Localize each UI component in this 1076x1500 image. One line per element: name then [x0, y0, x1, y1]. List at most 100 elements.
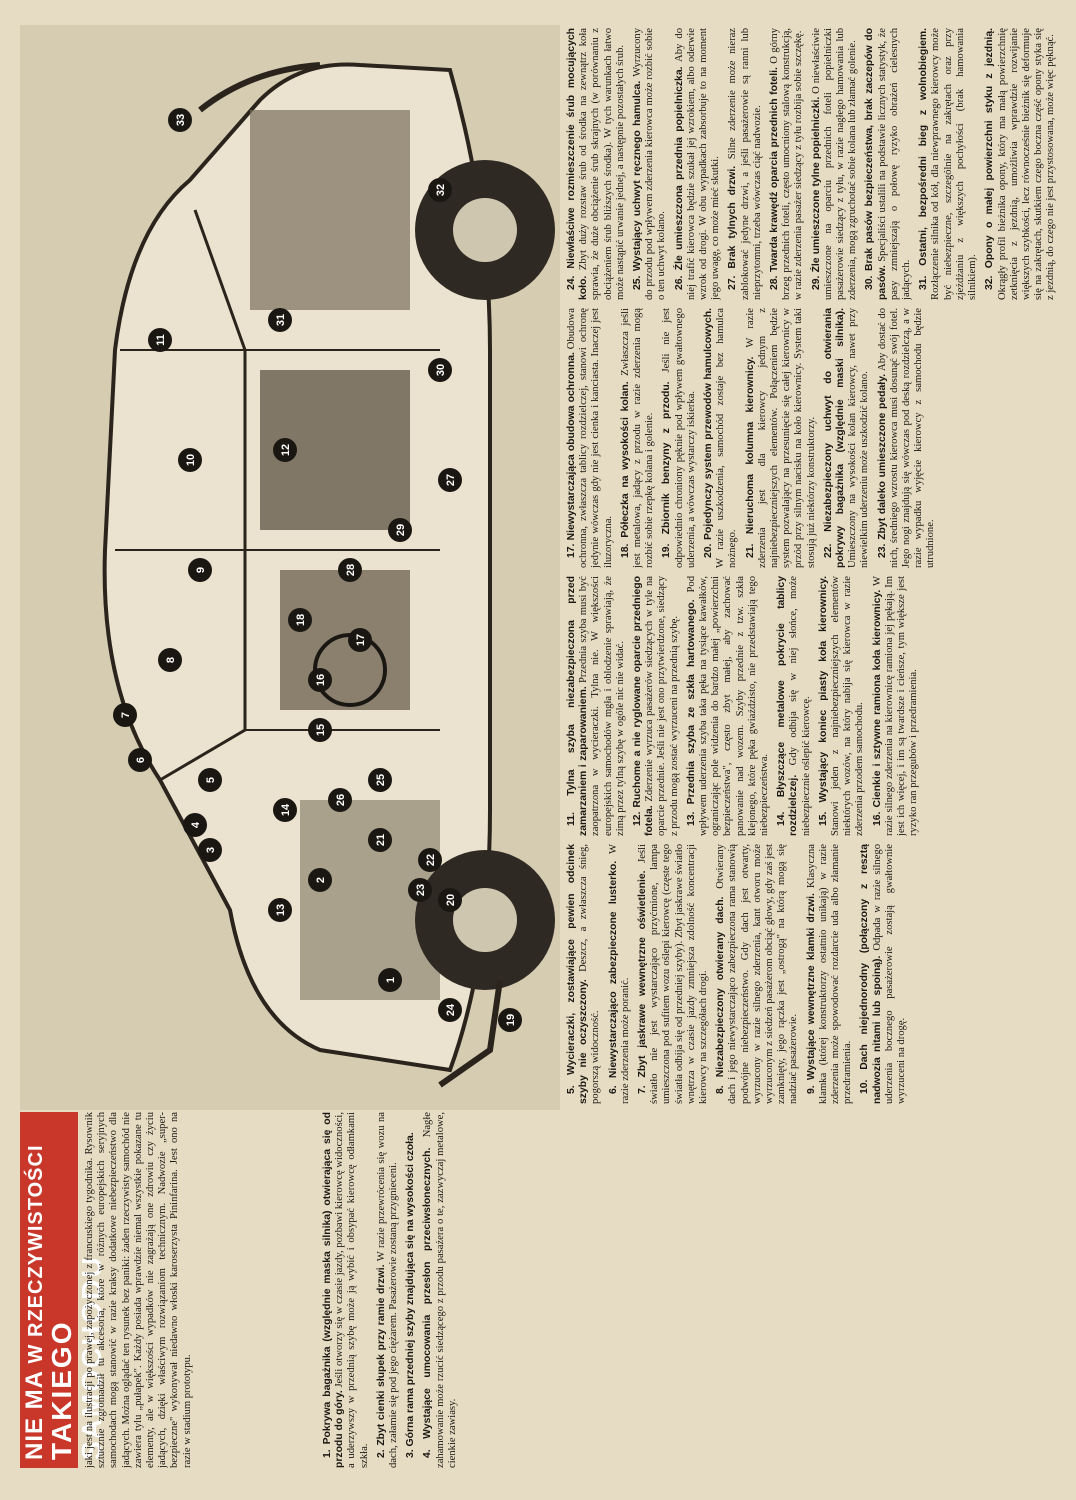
callout-circle: [368, 828, 392, 852]
callout-number: 15: [315, 724, 327, 736]
callout-number: 18: [295, 614, 307, 626]
callout-10: 10: [178, 448, 202, 472]
item-text: Zbyt duży rozstaw śrub od środka na zewn…: [578, 28, 626, 300]
callout-22: 22: [418, 848, 442, 872]
car-drawing: 1234567891011121314151617181920212223242…: [20, 25, 560, 1110]
callout-33: 33: [168, 108, 192, 132]
item-2: 2. Zbyt cienki słupek przy ramie drzwi. …: [376, 1112, 400, 1468]
callout-number: 31: [275, 314, 287, 326]
item-3: 3. Górna rama przedniej szyby znajdująca…: [405, 1112, 417, 1468]
callout-circle: [273, 798, 297, 822]
item-20: 20. Pojedynczy system przewodów hamulcow…: [703, 308, 740, 568]
callout-number: 7: [120, 712, 132, 718]
item-title: 27. Brak tylnych drzwi.: [727, 165, 739, 290]
item-title: 2. Zbyt cienki słupek przy ramie drzwi.: [375, 1264, 387, 1458]
item-title: 23. Zbyt daleko umieszczone pedały.: [876, 373, 888, 558]
item-title: 13. Przednia szyba ze szkła hartowanego.: [685, 599, 697, 826]
callout-number: 30: [435, 364, 447, 376]
callout-circle: [188, 558, 212, 582]
callout-number: 12: [280, 444, 292, 456]
callout-number: 8: [165, 657, 177, 663]
callout-number: 27: [445, 474, 457, 486]
callout-number: 10: [185, 454, 197, 466]
callout-circle: [268, 308, 292, 332]
text-column-1: 1. Pokrywa bagażnika (względnie maska si…: [322, 1112, 1056, 1468]
callout-number: 23: [415, 884, 427, 896]
callout-21: 21: [368, 828, 392, 852]
article-headline: NIE MA W RZECZYWISTOŚCI TAKIEGO SAMOCHOD…: [20, 1112, 107, 1468]
item-title: 8. Niezabezpieczony otwierany dach.: [715, 896, 727, 1094]
item-27: 27. Brak tylnych drzwi. Silne zderzenie …: [727, 28, 764, 300]
item-title: 6. Niewystarczająco zabezpieczone luster…: [607, 860, 619, 1094]
callout-circle: [178, 448, 202, 472]
item-title: 20. Pojedynczy system przewodów hamulcow…: [703, 308, 715, 558]
item-text: Zderzenie wyrzuca pasażerów siedzących w…: [644, 576, 680, 836]
item-16: 16. Cienkie i sztywne ramiona koła kiero…: [872, 576, 921, 836]
item-title: 7. Zbyt jaskrawe wewnętrzne oświetlenie.: [637, 870, 649, 1094]
item-18: 18. Półeczka na wysokości kolan. Zwłaszc…: [620, 308, 657, 568]
item-10: 10. Dach niejednorodny (połączony z resz…: [859, 844, 908, 1104]
callout-circle: [428, 358, 452, 382]
callout-3: 3: [198, 838, 222, 862]
callout-number: 6: [135, 757, 147, 763]
callout-number: 2: [315, 877, 327, 883]
callout-8: 8: [158, 648, 182, 672]
item-23: 23. Zbyt daleko umieszczone pedały. Aby …: [877, 308, 938, 568]
callout-number: 22: [425, 854, 437, 866]
callout-circle: [128, 748, 152, 772]
callout-circle: [273, 438, 297, 462]
callout-number: 11: [155, 334, 167, 346]
item-25: 25. Wystający uchwyt ręcznego hamulca. W…: [632, 28, 669, 300]
item-22: 22. Niezabezpieczony uchwyt do otwierani…: [823, 308, 872, 568]
callout-circle: [183, 813, 207, 837]
item-5: 5. Wycieraczki, zostawiające pewien odci…: [566, 844, 603, 1104]
callout-circle: [168, 108, 192, 132]
item-title: 4. Wystające umocowania przesłon przeciw…: [422, 1147, 434, 1458]
callout-26: 26: [328, 788, 352, 812]
text-column-2: 5. Wycieraczki, zostawiające pewien odci…: [566, 844, 1056, 1104]
item-title: 17. Niewystarczająca obudowa ochronna.: [566, 352, 577, 558]
callout-circle: [348, 628, 372, 652]
item-title: 9. Wystające wewnętrzne klamki drzwi.: [805, 893, 817, 1094]
callout-circle: [308, 718, 332, 742]
callout-circle: [338, 558, 362, 582]
callout-number: 13: [275, 904, 287, 916]
intro-paragraph: jaki jest na ilustracji po prawej, zapoż…: [84, 1112, 193, 1468]
item-4: 4. Wystające umocowania przesłon przeciw…: [422, 1112, 459, 1468]
callout-25: 25: [368, 768, 392, 792]
callout-number: 19: [505, 1014, 517, 1026]
item-text: Specjaliści ustalili na podstawie liczny…: [876, 28, 913, 300]
callout-7: 7: [113, 703, 137, 727]
callout-number: 16: [315, 674, 327, 686]
callout-number: 20: [445, 894, 457, 906]
item-31: 31. Ostatni, bezpośredni bieg z wolnobie…: [918, 28, 979, 300]
callout-14: 14: [273, 798, 297, 822]
callout-18: 18: [288, 608, 312, 632]
callout-circle: [428, 178, 452, 202]
callout-17: 17: [348, 628, 372, 652]
item-12: 12. Ruchome a nie ryglowane oparcie prze…: [632, 576, 681, 836]
callout-number: 9: [195, 567, 207, 573]
callout-31: 31: [268, 308, 292, 332]
item-text: Stanowi jeden z najniebezpieczniejszych …: [830, 576, 866, 836]
item-9: 9. Wystające wewnętrzne klamki drzwi. Kl…: [806, 844, 855, 1104]
item-title: 28. Twarda krawędź oparcia przednich fot…: [769, 67, 781, 290]
item-1: 1. Pokrywa bagażnika (względnie maska si…: [322, 1112, 371, 1468]
callout-28: 28: [338, 558, 362, 582]
text-column-3: 11. Tylna szyba niezabezpieczona przed z…: [566, 576, 1056, 836]
callout-circle: [438, 888, 462, 912]
item-32: 32. Opony o małej powierzchni styku z je…: [984, 28, 1056, 300]
item-8: 8. Niezabezpieczony otwierany dach. Otwi…: [715, 844, 800, 1104]
item-17: 17. Niewystarczająca obudowa ochronna. O…: [566, 308, 615, 568]
callout-circle: [113, 703, 137, 727]
item-21: 21. Nieruchoma kolumna kierownicy. W raz…: [745, 308, 818, 568]
headline-nie-ma: NIE MA: [21, 1370, 48, 1460]
callout-number: 3: [205, 847, 217, 853]
callout-30: 30: [428, 358, 452, 382]
text-column-5: 24. Niewłaściwe rozmieszczenie śrub mocu…: [566, 28, 1056, 300]
item-text: Okrągły profil bieżnika opony, który ma …: [996, 28, 1057, 300]
callout-20: 20: [438, 888, 462, 912]
callout-16: 16: [308, 668, 332, 692]
